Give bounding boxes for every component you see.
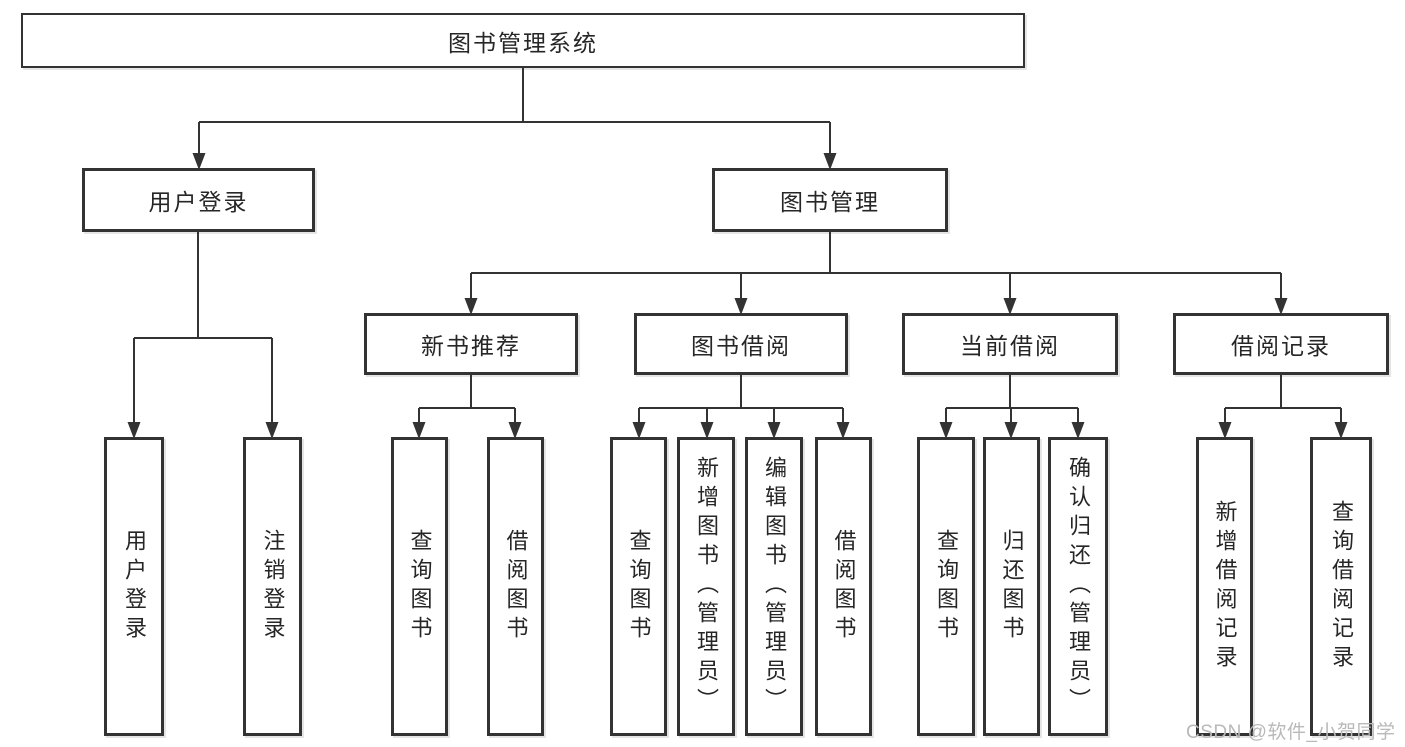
leaf-records-add-record: 新增借阅记录	[1196, 437, 1253, 736]
leaf-current-query-books: 查询图书	[917, 437, 975, 736]
node-borrowing-records: 借阅记录	[1173, 313, 1389, 375]
leaf-current-query-books-label: 查询图书	[934, 528, 959, 645]
leaf-borrowing-add-books: 新增图书（管理员）	[677, 437, 735, 736]
node-user-login-group-label: 用户登录	[148, 189, 249, 215]
leaf-borrowing-borrow-books-label: 借阅图书	[831, 528, 857, 645]
leaf-records-query-record-label: 查询借阅记录	[1329, 499, 1354, 674]
leaf-current-confirm-return: 确认归还（管理员）	[1048, 437, 1108, 736]
node-borrowing-records-label: 借阅记录	[1231, 333, 1331, 359]
leaf-logout: 注销登录	[243, 437, 302, 736]
csdn-watermark: CSDN @软件_小贺同学	[1186, 722, 1396, 743]
node-book-management: 图书管理	[712, 168, 948, 232]
leaf-current-return-books: 归还图书	[983, 437, 1040, 736]
leaf-logout-label: 注销登录	[260, 528, 286, 645]
node-book-management-label: 图书管理	[780, 189, 880, 215]
node-current-borrowing: 当前借阅	[902, 313, 1118, 375]
leaf-records-add-record-label: 新增借阅记录	[1212, 499, 1238, 674]
leaf-user-login-label: 用户登录	[122, 528, 147, 645]
node-new-book-recommend-label: 新书推荐	[421, 333, 521, 359]
leaf-borrowing-edit-books-label: 编辑图书（管理员）	[762, 456, 787, 717]
leaf-current-confirm-return-label: 确认归还（管理员）	[1066, 456, 1091, 717]
leaf-current-return-books-label: 归还图书	[999, 528, 1025, 645]
leaf-recommend-query-books-label: 查询图书	[407, 528, 433, 645]
node-root: 图书管理系统	[21, 13, 1025, 68]
node-root-label: 图书管理系统	[448, 29, 598, 56]
node-user-login-group: 用户登录	[82, 168, 315, 232]
node-current-borrowing-label: 当前借阅	[960, 333, 1060, 359]
leaf-recommend-query-books: 查询图书	[391, 437, 448, 736]
node-book-borrowing-label: 图书借阅	[691, 333, 791, 359]
node-new-book-recommend: 新书推荐	[364, 313, 578, 375]
leaf-borrowing-query-books-label: 查询图书	[626, 528, 652, 645]
leaf-borrowing-query-books: 查询图书	[610, 437, 667, 736]
leaf-recommend-borrow-books-label: 借阅图书	[503, 528, 529, 645]
leaf-borrowing-edit-books: 编辑图书（管理员）	[745, 437, 803, 736]
leaf-user-login: 用户登录	[104, 437, 164, 736]
leaf-borrowing-borrow-books: 借阅图书	[815, 437, 872, 736]
leaf-borrowing-add-books-label: 新增图书（管理员）	[694, 456, 719, 717]
leaf-records-query-record: 查询借阅记录	[1310, 437, 1372, 736]
leaf-recommend-borrow-books: 借阅图书	[487, 437, 544, 736]
node-book-borrowing: 图书借阅	[634, 313, 848, 375]
